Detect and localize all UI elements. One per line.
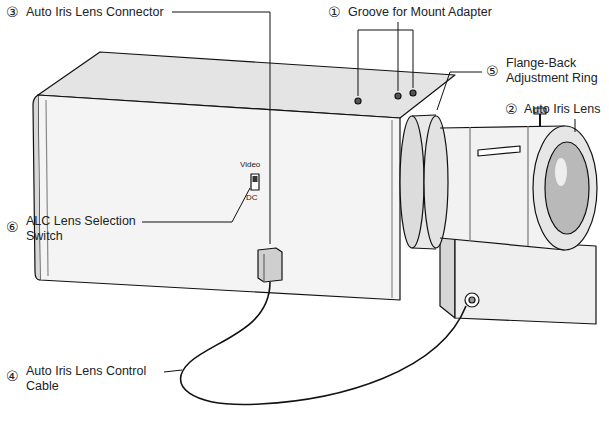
callout-number: ⑥ [6, 219, 19, 235]
callout-number: ⑤ [486, 63, 499, 79]
leader-line [142, 188, 250, 222]
leader-line [398, 30, 399, 91]
alc-switch-knob [253, 176, 258, 182]
lens-glare [555, 158, 567, 186]
leader-line [398, 22, 399, 30]
flange-ring-front [424, 116, 448, 248]
part-label: Auto Iris Lens [524, 102, 606, 117]
part-label: Groove for Mount Adapter [348, 5, 578, 20]
callout-number: ④ [6, 368, 19, 384]
lens-barrel [440, 238, 565, 250]
callout-number: ② [505, 101, 518, 117]
lens-bracket-front [455, 238, 596, 324]
part-label: ALC Lens Selection Switch [26, 214, 144, 244]
flange-ring [412, 115, 436, 116]
lens-ring-line [469, 127, 470, 241]
control-cable [181, 282, 466, 404]
callout-number: ① [328, 4, 341, 20]
leader-line [437, 72, 482, 110]
leader-line [575, 119, 576, 132]
lens-barrel [440, 126, 565, 128]
cable-socket [469, 297, 475, 303]
part-label: Flange-Back Adjustment Ring [506, 56, 602, 86]
body-back-edge [33, 95, 40, 280]
leader-line [358, 30, 413, 96]
lens-ring-line [527, 126, 528, 246]
body-seam [46, 100, 48, 276]
mount-groove [395, 93, 401, 99]
lens-bracket-side [440, 232, 455, 318]
switch-label: DC [246, 193, 258, 202]
part-label: Auto Iris Lens Connector [26, 5, 186, 20]
iris-connector [258, 248, 282, 282]
callout-number: ③ [6, 4, 19, 20]
body-side [38, 95, 400, 300]
lens-front [533, 126, 597, 250]
flange-ring [400, 116, 424, 248]
lens-glass [545, 142, 589, 234]
iris-connector [263, 254, 264, 282]
alc-switch [251, 174, 259, 190]
body-seam [391, 120, 392, 298]
zoom-slot [478, 146, 520, 156]
flange-ring [412, 248, 436, 249]
leader-line [172, 12, 270, 244]
switch-label: Video [240, 160, 260, 169]
part-label: Auto Iris Lens Control Cable [26, 364, 176, 394]
cable-socket [465, 293, 479, 307]
leader-line [164, 370, 182, 372]
mount-groove [410, 90, 416, 96]
mount-groove [355, 98, 361, 104]
